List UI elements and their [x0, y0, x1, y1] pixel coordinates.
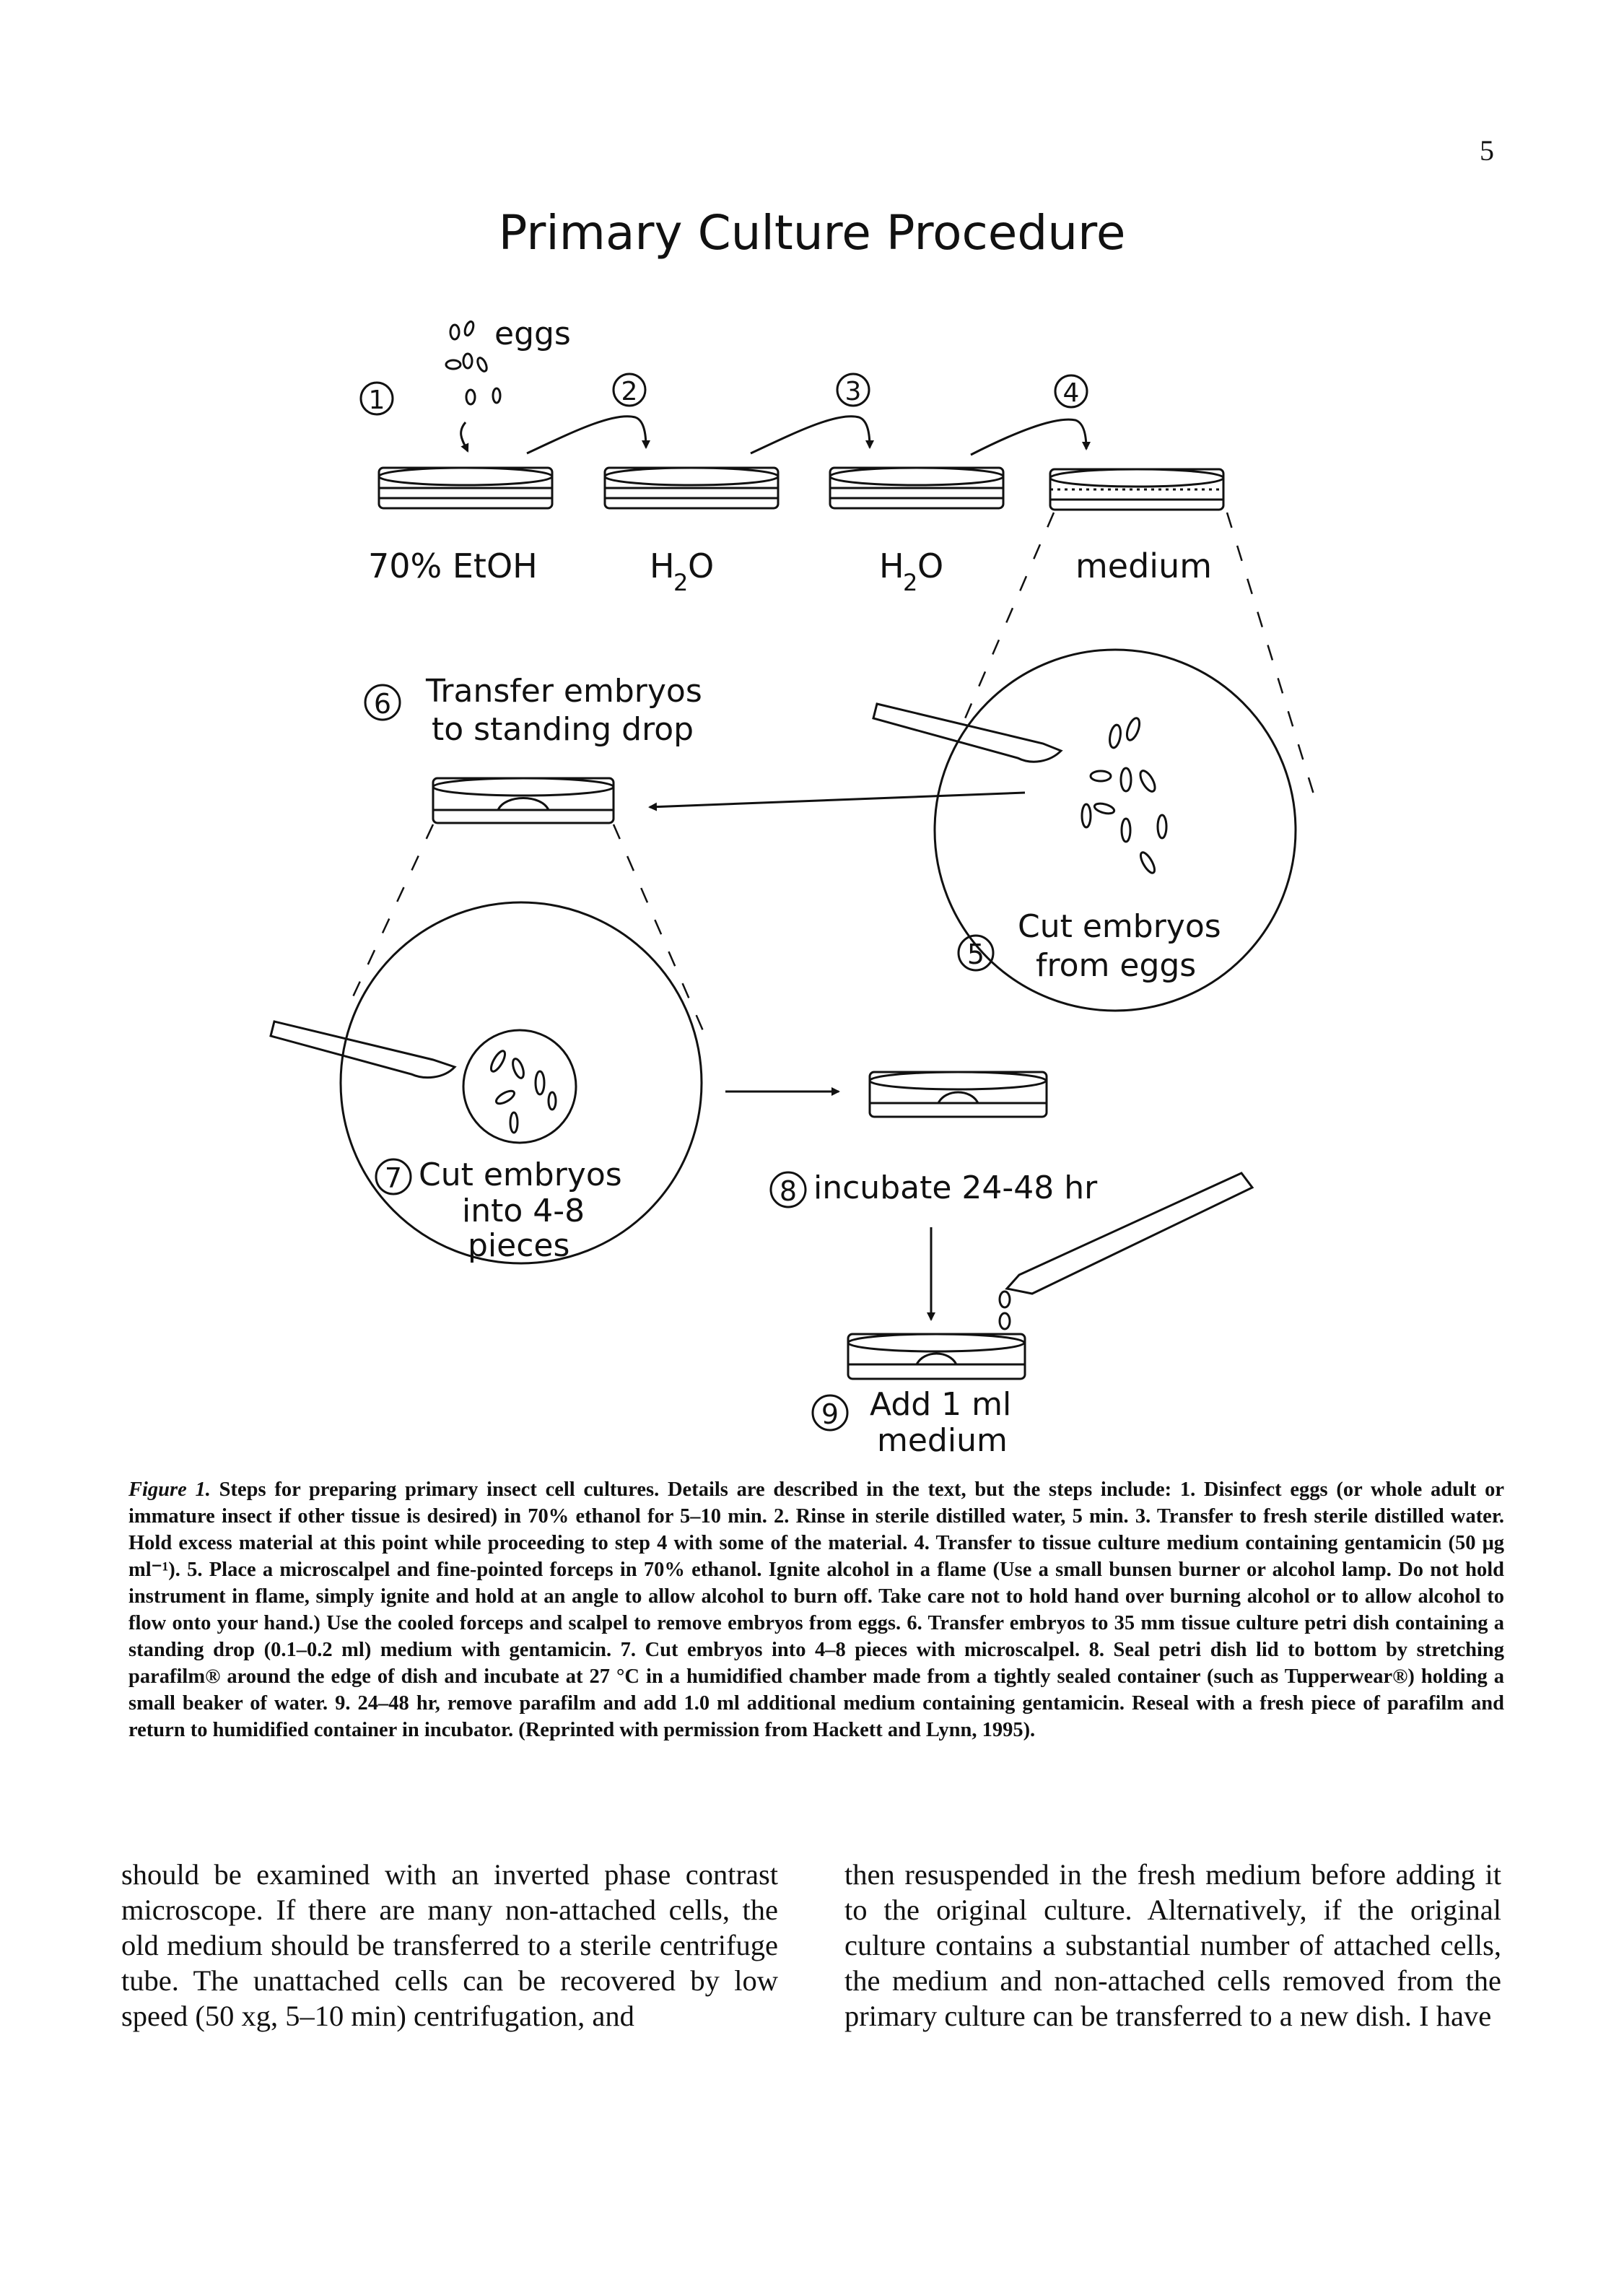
- svg-text:9: 9: [821, 1398, 839, 1430]
- dish-label-medium: medium: [1075, 546, 1212, 585]
- svg-text:6: 6: [374, 688, 391, 720]
- svg-text:H: H: [879, 546, 904, 585]
- eggs-arrow: [460, 422, 469, 453]
- step-5-label-line-1: Cut embryos: [1018, 908, 1221, 945]
- svg-text:2: 2: [903, 569, 917, 596]
- svg-text:3: 3: [845, 377, 862, 406]
- figure-caption: Figure 1. Steps for preparing primary in…: [128, 1476, 1504, 1743]
- step-6-label-line-2: to standing drop: [432, 711, 694, 748]
- svg-text:5: 5: [967, 938, 985, 970]
- magnified-view-cut-pieces: [269, 901, 703, 1265]
- page-number: 5: [1480, 134, 1494, 167]
- figure-title: Primary Culture Procedure: [499, 205, 1126, 261]
- zoom-lines-medium: [962, 512, 1315, 795]
- dish-label-water-2: H 2 O: [879, 546, 943, 596]
- magnified-view-cut-embryos: [872, 648, 1297, 1012]
- dish-label-ethanol: 70% EtOH: [368, 546, 538, 585]
- step-5-number: 5: [957, 934, 995, 972]
- dish-label-water-1: H 2 O: [650, 546, 714, 596]
- petri-dish-sealed: [868, 1071, 1048, 1118]
- step-9-label-line-2: medium: [877, 1422, 1008, 1459]
- svg-text:4: 4: [1063, 378, 1080, 408]
- step-6-label-line-1: Transfer embryos: [425, 673, 702, 710]
- petri-dish-water-1: [603, 466, 780, 510]
- eggs-label: eggs: [494, 315, 571, 352]
- primary-culture-diagram: Primary Culture Procedure eggs 1 2 3 4: [269, 205, 1315, 1459]
- svg-text:H: H: [650, 546, 675, 585]
- step-9-number: 9: [811, 1394, 849, 1432]
- step-3-number: 3: [836, 373, 870, 407]
- petri-dish-ethanol: [377, 466, 554, 510]
- svg-text:8: 8: [780, 1175, 797, 1207]
- step-7-number: 7: [375, 1158, 412, 1195]
- body-text-right-column: then resuspended in the fresh medium bef…: [844, 1858, 1501, 2032]
- step-7-label-line-1: Cut embryos: [419, 1156, 622, 1193]
- svg-text:2: 2: [621, 377, 638, 406]
- step-2-number: 2: [612, 373, 647, 407]
- transfer-arrow-2-3: [750, 415, 874, 455]
- svg-text:2: 2: [673, 569, 688, 596]
- step-4-number: 4: [1054, 374, 1088, 409]
- step-8-number: 8: [769, 1171, 807, 1208]
- petri-dish-water-2: [829, 466, 1005, 510]
- transfer-arrow-3-4: [970, 418, 1091, 456]
- step-5-label-line-2: from eggs: [1036, 947, 1196, 984]
- step-6-number: 6: [364, 684, 401, 721]
- petri-dish-medium: [1049, 468, 1225, 511]
- svg-text:1: 1: [369, 385, 385, 415]
- zoom-lines-standing-drop: [345, 824, 705, 1033]
- step-9-label-line-1: Add 1 ml: [870, 1386, 1011, 1423]
- svg-text:O: O: [688, 546, 714, 585]
- transfer-arrow-1-2: [526, 415, 650, 455]
- petri-dish-final: [847, 1333, 1026, 1380]
- step-7-label-line-2: into 4-8: [462, 1193, 585, 1229]
- pipette-icon: [998, 1172, 1254, 1330]
- body-text-left-column: should be examined with an inverted phas…: [121, 1858, 778, 2032]
- figure-caption-text: Steps for preparing primary insect cell …: [128, 1478, 1504, 1741]
- svg-text:7: 7: [385, 1162, 402, 1194]
- step-7-label-line-3: pieces: [468, 1227, 569, 1264]
- svg-text:O: O: [917, 546, 943, 585]
- step-1-number: 1: [359, 381, 394, 416]
- step-8-label: incubate 24-48 hr: [813, 1169, 1098, 1206]
- figure-caption-label: Figure 1.: [128, 1478, 211, 1501]
- petri-dish-standing-drop: [432, 777, 615, 824]
- eggs-illustration: [445, 320, 502, 406]
- transfer-arrow-5-6: [648, 791, 1026, 811]
